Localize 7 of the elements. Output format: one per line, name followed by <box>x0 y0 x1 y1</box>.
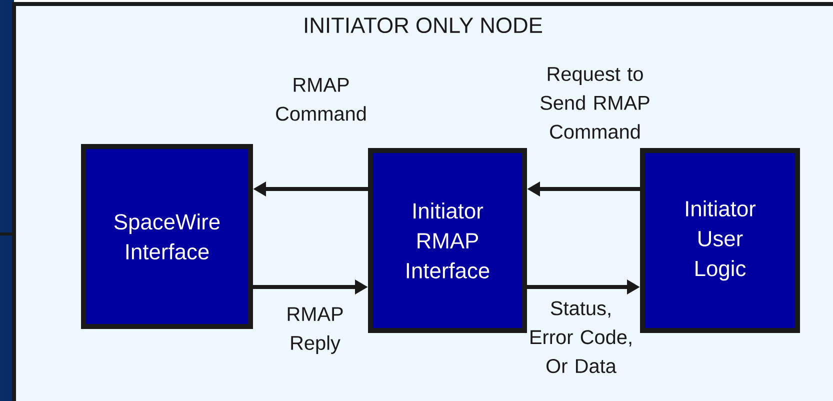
edge-label: RMAP Reply <box>288 307 343 354</box>
process-box: Initiator RMAP Interface <box>368 148 527 333</box>
edge-label: RMAP Command <box>276 78 366 121</box>
edge-label: Status, Error Code, Or Data <box>530 301 632 374</box>
edge-label: Request to Send RMAP Command <box>540 67 650 139</box>
process-box: SpaceWire Interface <box>81 144 253 329</box>
process-box: Initiator User Logic <box>640 148 800 333</box>
